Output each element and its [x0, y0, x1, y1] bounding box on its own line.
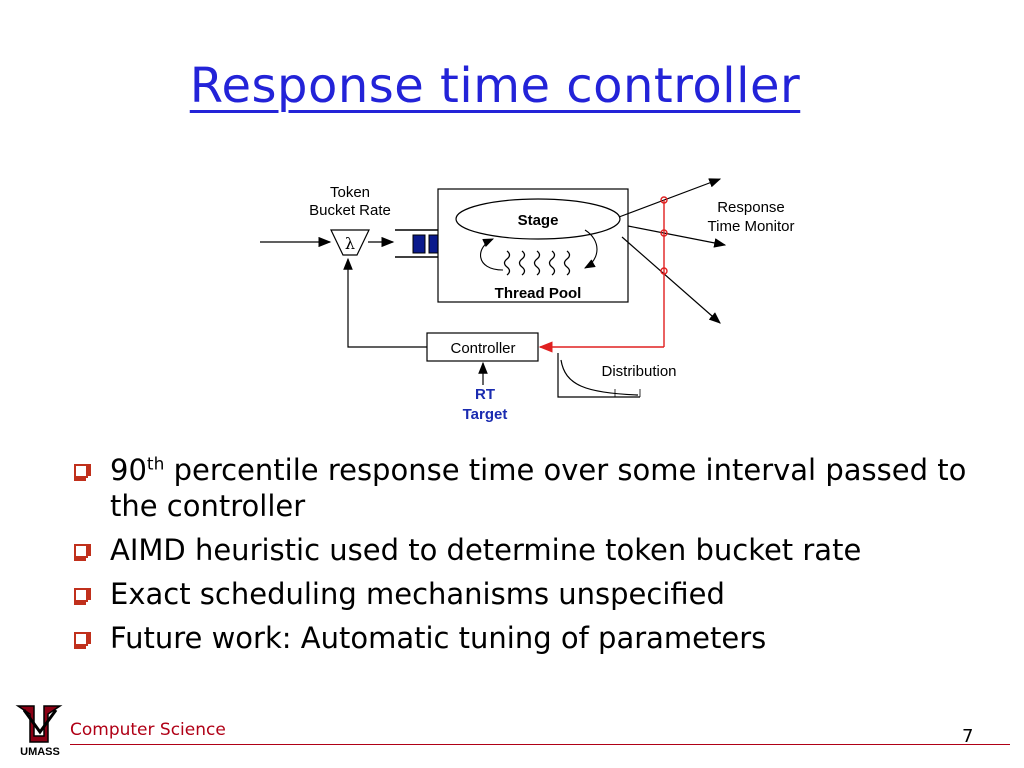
controller-box	[426, 332, 539, 362]
output-arrow-middle	[627, 225, 727, 248]
distribution-plot	[557, 353, 641, 398]
umass-logo-icon: UMASS	[15, 705, 63, 758]
stage-label: Stage	[518, 212, 559, 229]
bullet-item: Exact scheduling mechanisms unspecified	[70, 576, 1000, 612]
output-arrow-bottom	[621, 236, 721, 324]
token-bucket-label-line1: Token	[330, 184, 370, 201]
lambda-symbol: λ	[345, 234, 355, 253]
bullet-text: Exact scheduling mechanisms unspecified	[110, 577, 725, 611]
bullet-box-icon	[74, 588, 91, 605]
queue-item-1	[412, 234, 426, 254]
bullet-text: AIMD heuristic used to determine token b…	[110, 533, 862, 567]
stage-ellipse	[455, 198, 621, 240]
feedback-arrow	[343, 257, 427, 348]
response-time-controller-diagram: Token Bucket Rate λ Stage Thread Pool Re…	[260, 178, 795, 423]
response-monitor-label-line1: Response	[717, 199, 785, 216]
bullet-box-icon	[74, 632, 91, 649]
footer-label: Computer Science	[70, 720, 226, 740]
footer-rule	[70, 744, 1010, 745]
bullet-text-post: percentile response time over some inter…	[110, 453, 967, 523]
bullet-item: Future work: Automatic tuning of paramet…	[70, 620, 1000, 656]
bullet-item: AIMD heuristic used to determine token b…	[70, 532, 1000, 568]
bullet-text-sup: th	[146, 454, 165, 475]
bullet-text-pre: 90	[110, 453, 147, 487]
token-bucket-funnel	[330, 229, 370, 256]
bullet-box-icon	[74, 544, 91, 561]
umass-logo-text: UMASS	[20, 746, 60, 758]
distribution-label: Distribution	[601, 363, 676, 380]
controller-label: Controller	[450, 340, 515, 357]
token-bucket-label-line2: Bucket Rate	[309, 202, 391, 219]
loop-arrow-left	[480, 238, 504, 271]
bullet-list: 90th percentile response time over some …	[70, 452, 1000, 664]
output-arrow-top	[618, 178, 722, 218]
response-monitor-label-line2: Time Monitor	[708, 218, 795, 235]
thread-squiggles	[503, 250, 571, 276]
rt-target-label-line1: RT	[475, 386, 495, 403]
bullet-text: Future work: Automatic tuning of paramet…	[110, 621, 767, 655]
thread-pool-label: Thread Pool	[495, 285, 582, 302]
page-number: 7	[962, 726, 974, 747]
bullet-item: 90th percentile response time over some …	[70, 452, 1000, 524]
loop-arrow-right	[584, 229, 598, 269]
bullet-box-icon	[74, 464, 91, 481]
rt-target-label-line2: Target	[463, 406, 508, 423]
slide-title: Response time controller	[189, 58, 801, 114]
